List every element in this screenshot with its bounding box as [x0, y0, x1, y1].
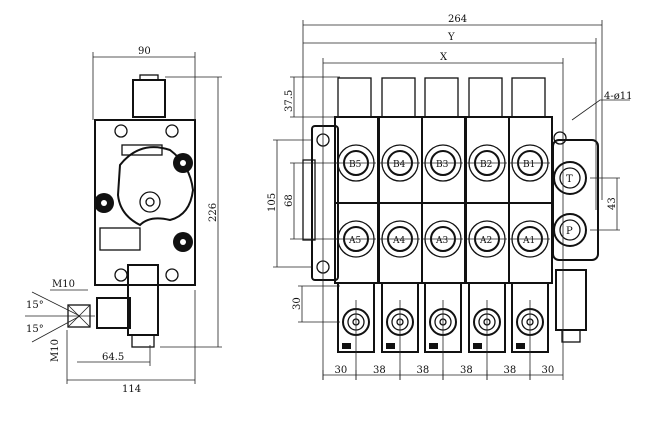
- solenoid-coil-top: [381, 77, 416, 118]
- end-plate-left: [311, 125, 339, 281]
- dim-total-label: 114: [122, 384, 141, 395]
- side-handle-plate: [116, 146, 195, 227]
- pitch-dim-label: 38: [460, 365, 473, 376]
- solenoid-coil-top: [424, 77, 459, 118]
- port-label: A3: [435, 236, 448, 246]
- port-label: A2: [479, 236, 492, 246]
- solenoid-coil-top: [337, 77, 372, 118]
- side-view: 90 226 114 64.5 M10 15° 15° M10: [25, 46, 222, 395]
- relief-valve: [555, 269, 587, 331]
- section-body: [334, 116, 379, 284]
- angle-top-label: 15°: [26, 300, 44, 311]
- side-coil: [132, 79, 166, 118]
- solenoid-coil-top: [511, 77, 546, 118]
- port-label: A5: [348, 236, 361, 246]
- pitch-dim-label: 38: [417, 365, 430, 376]
- port-label: A4: [392, 236, 405, 246]
- thread-bottom-label: M10: [50, 339, 61, 362]
- dim-105-label: 105: [267, 193, 278, 212]
- pitch-dim-label: 30: [542, 365, 555, 376]
- pitch-dim-label: 30: [335, 365, 348, 376]
- section-body: [421, 116, 466, 284]
- inlet-cover-right: [552, 139, 599, 261]
- dim-y-label: Y: [447, 32, 455, 43]
- angle-bottom-label: 15°: [26, 324, 44, 335]
- dim-coil-label: 37.5: [284, 90, 295, 112]
- mount-holes-label: 4-ø11: [604, 91, 633, 102]
- dim-43-label: 43: [607, 197, 618, 210]
- dim-x-label: X: [440, 52, 448, 63]
- section-body: [508, 116, 553, 284]
- port-label: B2: [480, 160, 492, 170]
- pitch-dims: 30 38 38 38 38 30: [322, 365, 555, 380]
- side-relief-valve: [127, 264, 159, 336]
- port-t-label: T: [566, 174, 573, 185]
- dim-30-label: 30: [292, 297, 303, 310]
- pitch-dim-label: 38: [373, 365, 386, 376]
- dim-overall-label: 264: [448, 14, 467, 25]
- thread-top-label: M10: [52, 279, 75, 290]
- solenoid-coil-top: [468, 77, 503, 118]
- port-label: B1: [523, 160, 535, 170]
- port-label: B5: [349, 160, 362, 170]
- port-label: B3: [436, 160, 449, 170]
- port-label: A1: [522, 236, 535, 246]
- dim-width-label: 90: [138, 46, 151, 57]
- pitch-dim-label: 38: [504, 365, 517, 376]
- dim-height-label: 226: [208, 203, 219, 222]
- port-p-label: P: [566, 226, 573, 237]
- dim-offset-label: 64.5: [102, 352, 124, 363]
- section-body: [465, 116, 510, 284]
- dim-68-label: 68: [284, 194, 295, 207]
- port-label: B4: [393, 160, 406, 170]
- section-body: [378, 116, 423, 284]
